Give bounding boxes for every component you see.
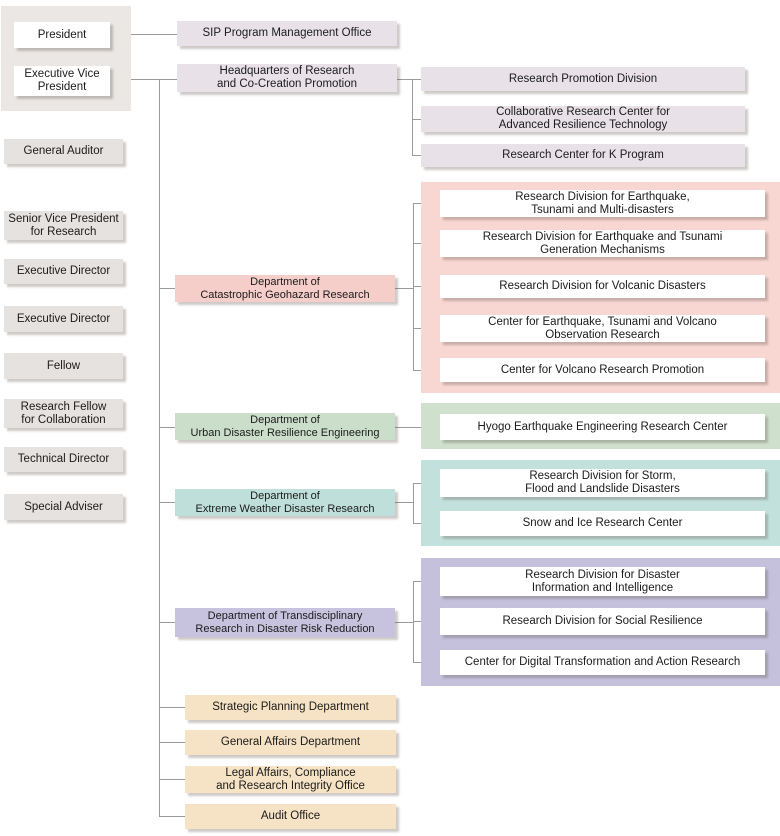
headquarters-box: Headquarters of Research and Co-Creation…: [177, 64, 397, 92]
connector-branch-audit: [159, 816, 185, 817]
vice-president-box: Executive Vice President: [14, 66, 110, 96]
connector-hq-out: [397, 79, 413, 80]
connector-cat-stub-5: [413, 370, 421, 371]
unit-generation-mechanisms: Research Division for Earthquake and Tsu…: [440, 230, 765, 257]
connector-ext-rail: [413, 483, 414, 524]
connector-ext-stub-1: [413, 483, 421, 484]
connector-cat-rail: [413, 203, 414, 371]
dept-box-catastrophic-geohazard: Department of Catastrophic Geohazard Res…: [175, 275, 395, 302]
officer-box-senior-vice-president: Senior Vice President for Research: [4, 211, 123, 240]
connector-trans-stub-2: [413, 621, 421, 622]
connector-ext-out: [395, 502, 414, 503]
connector-main-trunk: [159, 79, 160, 817]
hq-unit-k-program: Research Center for K Program: [421, 144, 745, 167]
connector-branch-extreme: [159, 502, 175, 503]
officer-box-special-adviser: Special Adviser: [4, 494, 123, 520]
connector-urban-out: [395, 427, 421, 428]
connector-hq-stub-3: [412, 155, 421, 156]
connector-evp-headquarters: [131, 79, 177, 80]
dept-box-urban-resilience: Department of Urban Disaster Resilience …: [175, 413, 395, 440]
unit-digital-transformation: Center for Digital Transformation and Ac…: [440, 650, 765, 675]
connector-trans-stub-1: [413, 581, 421, 582]
connector-branch-urban: [159, 427, 175, 428]
connector-branch-strategic: [159, 707, 185, 708]
president-box: President: [14, 22, 110, 48]
connector-cat-stub-2: [413, 243, 421, 244]
connector-branch-catastrophic: [159, 288, 175, 289]
officer-box-executive-director-1: Executive Director: [4, 259, 123, 284]
connector-branch-transdisciplinary: [159, 622, 175, 623]
unit-hyogo-earthquake-center: Hyogo Earthquake Engineering Research Ce…: [440, 414, 765, 440]
hq-unit-collaborative-center: Collaborative Research Center for Advanc…: [421, 106, 745, 132]
connector-hq-rail: [412, 79, 413, 156]
sip-office-box: SIP Program Management Office: [177, 21, 397, 46]
admin-box-strategic-planning: Strategic Planning Department: [185, 695, 396, 720]
connector-cat-stub-1: [413, 203, 421, 204]
dept-box-extreme-weather: Department of Extreme Weather Disaster R…: [175, 489, 395, 516]
unit-storm-flood-landslide: Research Division for Storm, Flood and L…: [440, 469, 765, 497]
unit-earthquake-tsunami-multidisasters: Research Division for Earthquake, Tsunam…: [440, 190, 765, 217]
unit-social-resilience: Research Division for Social Resilience: [440, 608, 765, 635]
unit-volcano-research-promotion: Center for Volcano Research Promotion: [440, 358, 765, 382]
hq-unit-research-promotion: Research Promotion Division: [421, 67, 745, 91]
admin-box-general-affairs: General Affairs Department: [185, 730, 396, 755]
unit-disaster-information-intelligence: Research Division for Disaster Informati…: [440, 567, 765, 596]
admin-box-audit-office: Audit Office: [185, 804, 396, 829]
connector-hq-stub-2: [412, 119, 421, 120]
connector-cat-out: [395, 288, 414, 289]
officer-box-executive-director-2: Executive Director: [4, 306, 123, 332]
connector-cat-stub-4: [413, 328, 421, 329]
unit-observation-research: Center for Earthquake, Tsunami and Volca…: [440, 315, 765, 342]
connector-president-sip: [131, 34, 177, 35]
officer-box-technical-director: Technical Director: [4, 447, 123, 472]
unit-snow-and-ice: Snow and Ice Research Center: [440, 511, 765, 536]
officer-box-general-auditor: General Auditor: [4, 139, 123, 164]
admin-box-legal-affairs: Legal Affairs, Compliance and Research I…: [185, 766, 396, 793]
connector-hq-stub-1: [412, 79, 421, 80]
connector-branch-general-affairs: [159, 742, 185, 743]
connector-branch-legal: [159, 779, 185, 780]
connector-cat-stub-3: [413, 286, 421, 287]
unit-volcanic-disasters: Research Division for Volcanic Disasters: [440, 275, 765, 298]
officer-box-research-fellow: Research Fellow for Collaboration: [4, 399, 123, 428]
connector-trans-out: [395, 622, 414, 623]
connector-trans-rail: [413, 581, 414, 663]
connector-ext-stub-2: [413, 523, 421, 524]
connector-trans-stub-3: [413, 662, 421, 663]
dept-box-transdisciplinary: Department of Transdisciplinary Research…: [175, 608, 395, 637]
officer-box-fellow: Fellow: [4, 353, 123, 379]
